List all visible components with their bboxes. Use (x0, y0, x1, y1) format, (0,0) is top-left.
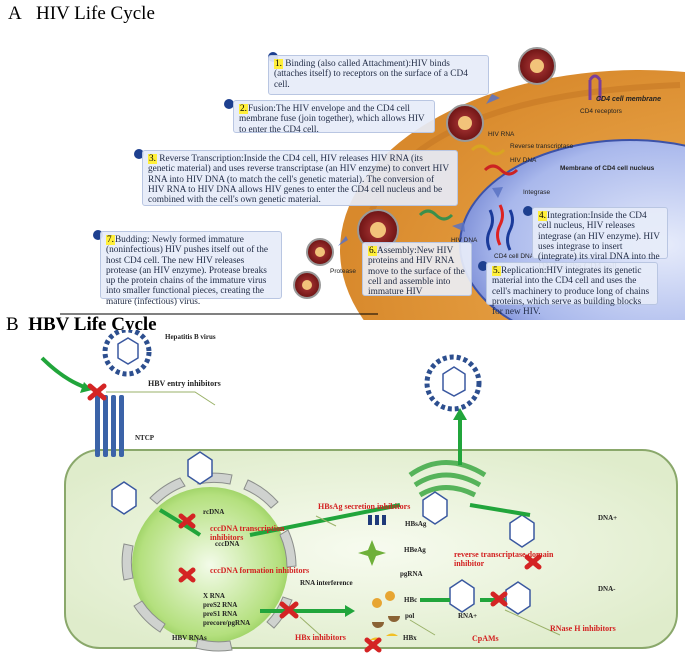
step-2-text: Fusion:The HIV envelope and the CD4 cell… (239, 104, 425, 135)
step-7-marker (93, 230, 103, 240)
step-1-text: Binding (also called Attachment):HIV bin… (274, 59, 468, 90)
label-pol: pol (405, 612, 415, 620)
hiv-rna-strand (470, 144, 506, 156)
label-rna-plus: RNA+ (458, 612, 478, 620)
step-5-callout: 5.Replication:HIV integrates its genetic… (486, 262, 658, 317)
step-6-number: 6. (368, 246, 377, 256)
step-3-text: Reverse Transcription:Inside the CD4 cel… (148, 154, 449, 206)
inhibitor-marks (87, 383, 542, 653)
step-7-callout: 7.Budding: Newly formed immature (noninf… (100, 231, 282, 307)
panel-b-letter: B (6, 314, 19, 335)
ntcp-receptor (95, 395, 124, 457)
panel-a-title-text: HIV Life Cycle (35, 3, 155, 24)
step-4-marker (523, 206, 533, 216)
step-2-callout: 2.Fusion:The HIV envelope and the CD4 ce… (233, 100, 435, 135)
label-rcdna: rcDNA (203, 508, 225, 516)
label-hbc: HBc (404, 596, 418, 604)
step-3-callout: 3. Reverse Transcription:Inside the CD4 … (142, 150, 458, 206)
hbsag-glyphs (368, 515, 386, 525)
hiv-virus-fusion (446, 104, 484, 142)
step-6-text: Assembly:New HIV proteins and HIV RNA mo… (368, 246, 465, 298)
label-hepatitis-b-virus: Hepatitis B virus (165, 333, 216, 341)
label-integrase: Integrase (523, 189, 551, 196)
hbv-cycle-illustration (40, 330, 678, 653)
step-3-marker (134, 149, 144, 159)
label-ntcp: NTCP (135, 434, 155, 442)
label-cd4-membrane: CD4 cell membrane (596, 96, 661, 103)
hiv-assembly-strand (418, 209, 454, 221)
label-hbsag-secretion-inhibitors: HBsAg secretion inhibitors (318, 502, 411, 511)
label-cccdna-transcription-inhibitors: cccDNA transcription inhibitors (210, 524, 285, 542)
label-hiv-dna: HIV DNA (510, 157, 537, 164)
label-cd4-cell-dna: CD4 cell DNA (494, 253, 535, 260)
label-cd4-receptors: CD4 receptors (580, 108, 622, 115)
step-2-number: 2. (239, 104, 248, 114)
label-cccdna-formation-inhibitors: cccDNA formation inhibitors (210, 566, 310, 575)
panel-a-letter: A (8, 3, 22, 24)
step-5-number: 5. (492, 266, 501, 276)
hiv-virus-immature (306, 238, 334, 266)
hiv-virus-mature (293, 271, 321, 299)
label-protease: Protease (330, 268, 357, 275)
inhibitor-leader-lines (106, 391, 561, 636)
label-cccdna: cccDNA (215, 540, 240, 548)
label-rna-interference: RNA interference (300, 579, 353, 587)
hiv-flow-arrows (338, 94, 503, 246)
label-pres2-rna: preS2 RNA (203, 601, 238, 609)
hbc-glyphs (372, 591, 395, 608)
step-1-callout: 1. Binding (also called Attachment):HIV … (268, 55, 489, 95)
step-4-callout: 4.Integration:Inside the CD4 cell nucleu… (532, 207, 668, 272)
label-hbx-inhibitors: HBx inhibitors (295, 633, 346, 642)
label-hiv-dna-nucleus: HIV DNA (451, 237, 478, 244)
panel-a-title: A HIV Life Cycle (8, 3, 155, 25)
label-nucleus-membrane: Membrane of CD4 cell nucleus (560, 165, 655, 172)
label-precore: precore/pgRNA (203, 619, 251, 627)
hbv-capsids (111, 451, 535, 615)
step-7-text: Budding: Newly formed immature (noninfec… (106, 235, 268, 307)
label-pgrna: pgRNA (400, 570, 423, 578)
label-hbv-entry-inhibitors: HBV entry inhibitors (148, 379, 221, 388)
step-5-marker (478, 261, 488, 271)
pol-glyphs (372, 616, 400, 628)
label-rt-domain-inhibitor: reverse transcriptase domain inhibitor (454, 550, 554, 568)
step-6-callout: 6.Assembly:New HIV proteins and HIV RNA … (362, 242, 472, 298)
cd4-receptor-shape (588, 74, 602, 100)
label-hbsag: HBsAg (405, 520, 427, 528)
step-3-number: 3. (148, 154, 157, 164)
arrow-heads (80, 382, 467, 617)
label-capams: CpAMs (472, 634, 499, 643)
step-2-marker (224, 99, 234, 109)
label-rnase-h-inhibitors: RNase H inhibitors (550, 624, 616, 633)
step-7-number: 7. (106, 235, 115, 245)
hiv-virus-binding (518, 47, 556, 85)
label-hiv-rna: HIV RNA (488, 131, 515, 138)
hbv-virion-released (424, 354, 482, 412)
label-dna-plus: DNA+ (598, 514, 618, 522)
label-x-rna: X RNA (203, 592, 225, 600)
step-5-text: Replication:HIV integrates its genetic m… (492, 266, 650, 318)
hepatocyte-nucleus (132, 487, 288, 643)
hepatitis-b-virus-incoming (102, 330, 152, 377)
cd4-cell-dna-helix (486, 204, 514, 251)
label-pres1-rna: preS1 RNA (203, 610, 238, 618)
label-hbx: HBx (403, 634, 417, 642)
label-hbv-rnas: HBV RNAs (172, 634, 207, 642)
label-dna-minus: DNA- (598, 585, 616, 593)
step-1-number: 1. (274, 59, 283, 69)
endoplasmic-reticulum (408, 460, 487, 498)
label-hbeag: HBeAg (404, 546, 426, 554)
label-reverse-transcriptase: Reverse transcriptase (510, 143, 574, 150)
hiv-dna-strand (483, 164, 519, 176)
hbeag-glyphs (358, 540, 386, 566)
step-4-number: 4. (538, 211, 547, 221)
